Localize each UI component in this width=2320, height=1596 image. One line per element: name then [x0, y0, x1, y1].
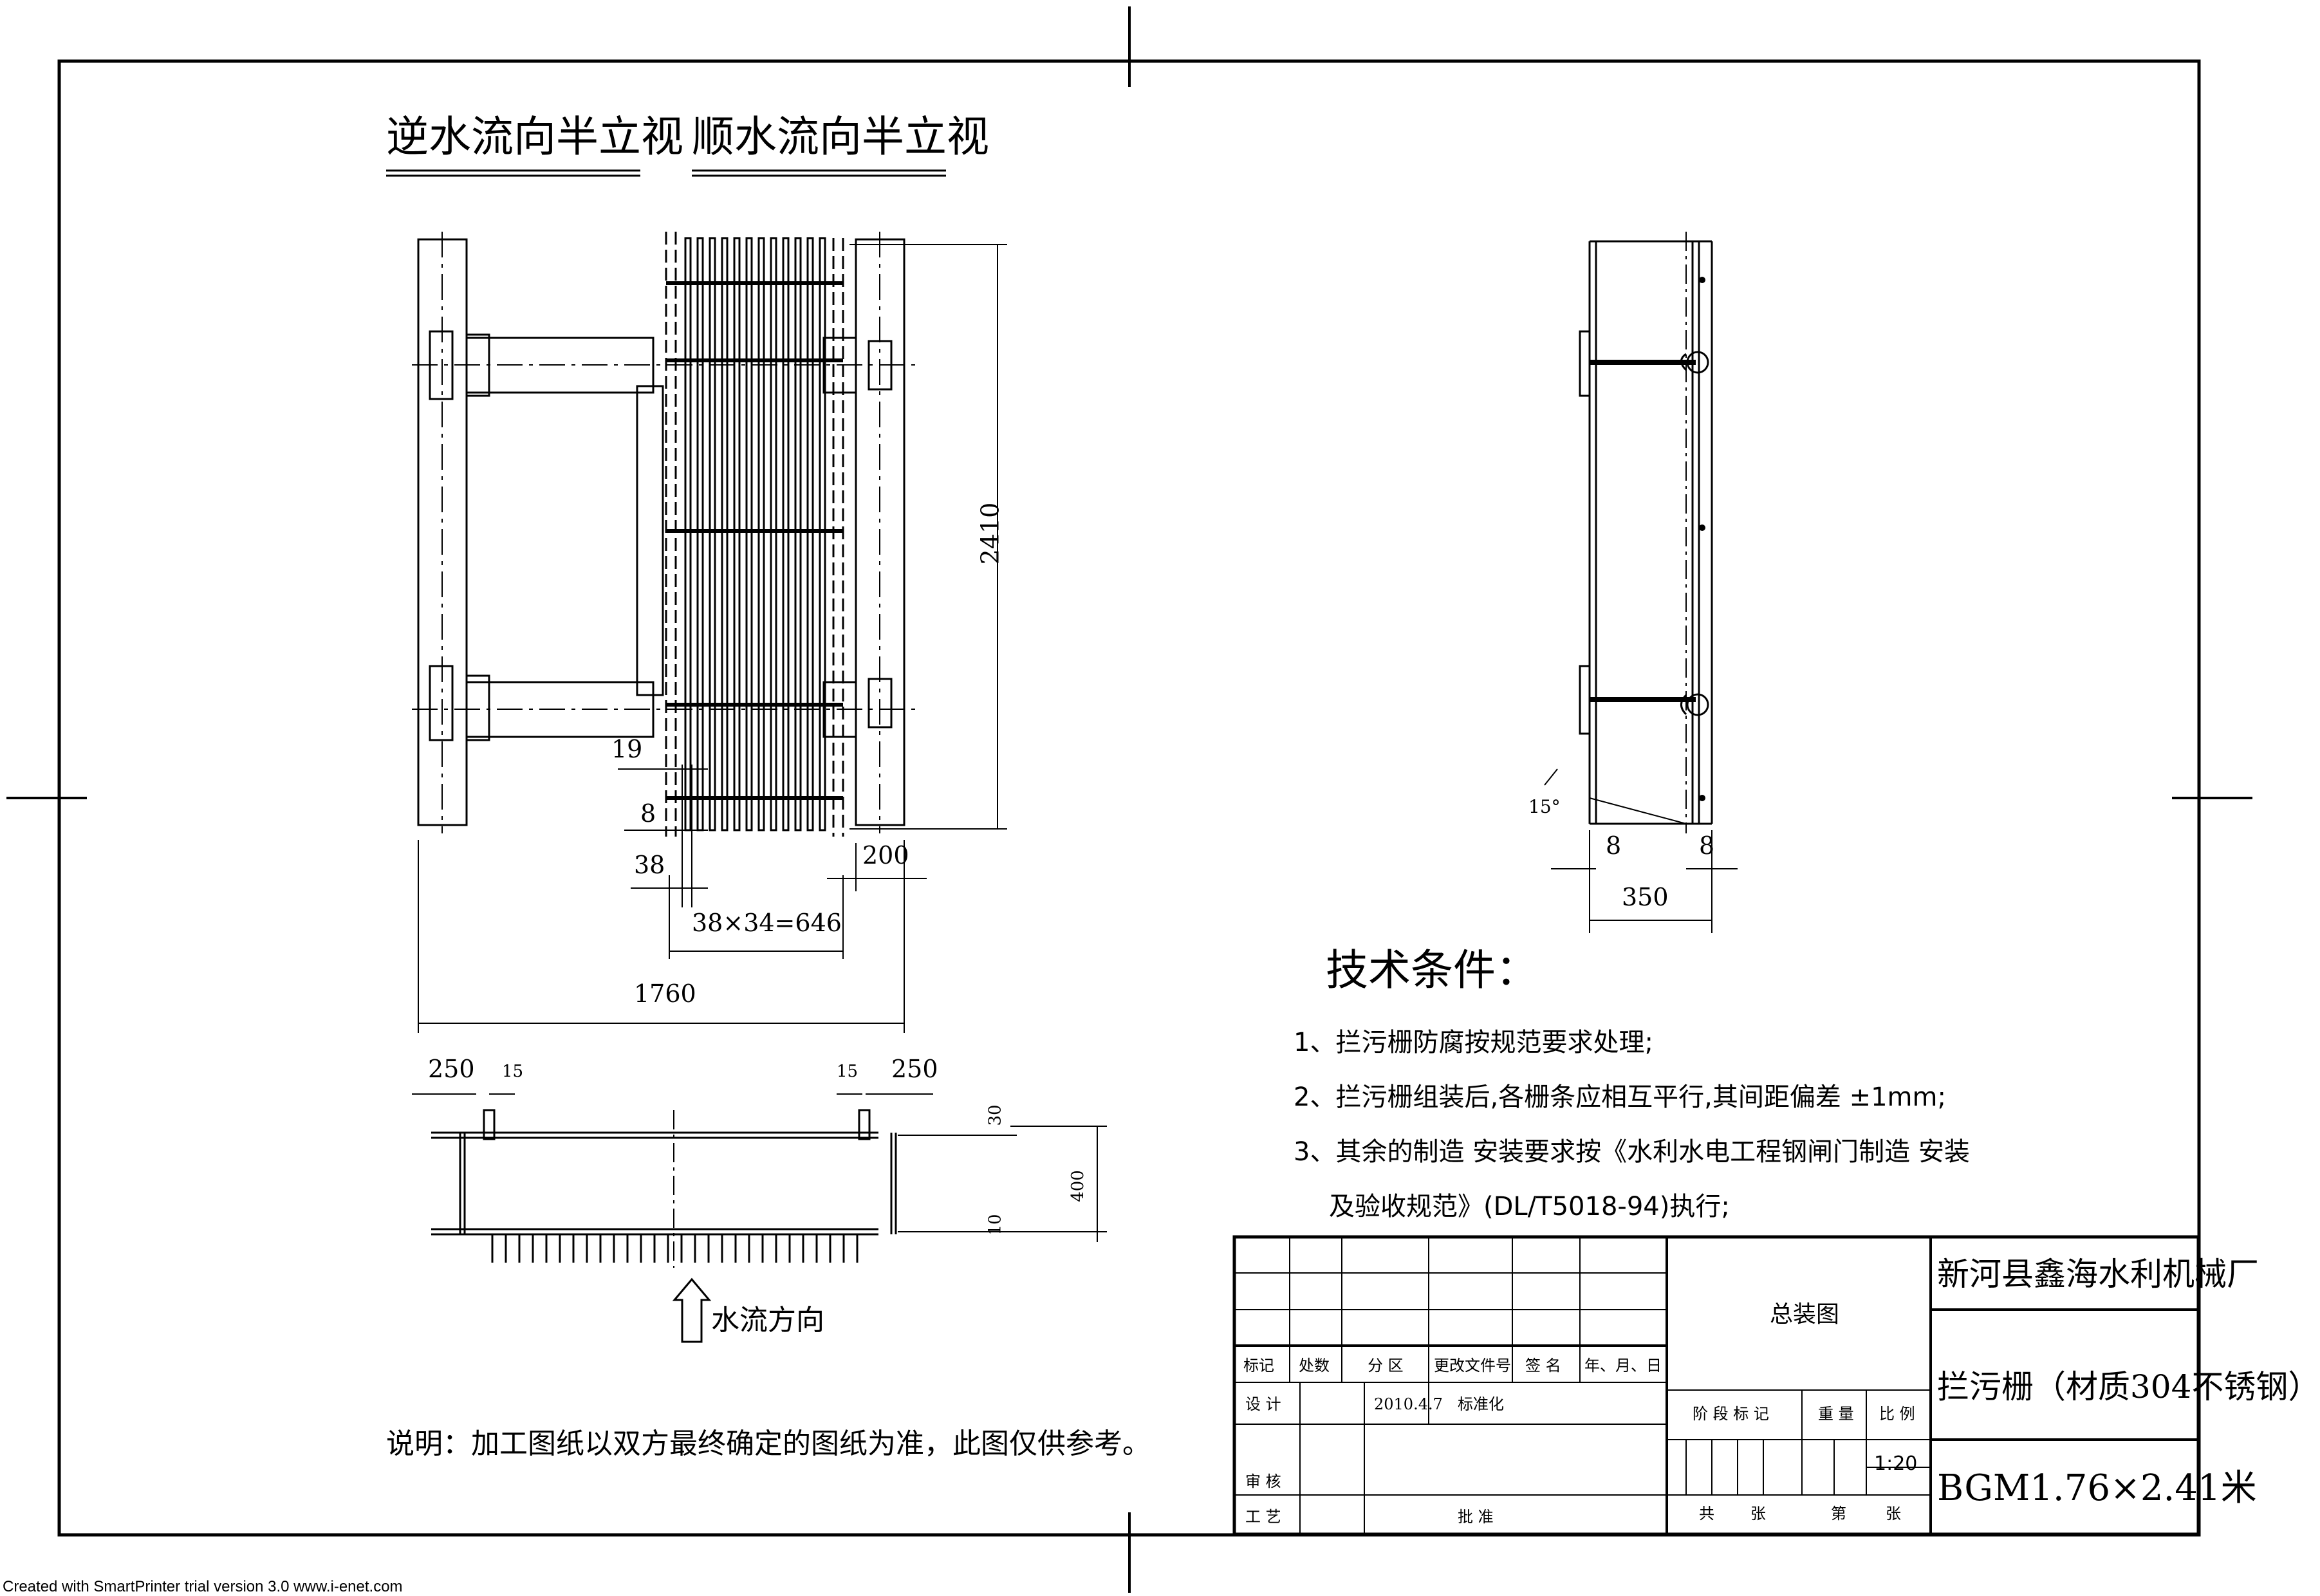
grid-bar [770, 237, 777, 831]
grid-bar [733, 237, 741, 831]
grid-bars [684, 237, 826, 831]
front-dimensions [418, 244, 1007, 1033]
upstream-view-title: 逆水流向半立视 [386, 112, 683, 162]
grid-crossbars [666, 281, 843, 800]
drawing-name: 总装图 [1770, 1301, 1840, 1328]
dim-plan-15b: 15 [837, 1062, 858, 1081]
sheets2-label: 张 [1886, 1505, 1901, 1523]
dim-plan-400: 400 [1068, 1170, 1088, 1202]
scale-value: 1:20 [1874, 1452, 1918, 1475]
grid-bar [794, 237, 802, 831]
grid-bar [696, 237, 704, 831]
ratio-label: 比 例 [1879, 1405, 1915, 1423]
side-dimensions [1544, 768, 1738, 933]
review-label: 审 核 [1245, 1472, 1281, 1490]
sheet-frame [6, 6, 2252, 1593]
weight-label: 重 量 [1818, 1405, 1854, 1423]
plan-bars [491, 1234, 858, 1263]
grid-bar [721, 237, 728, 831]
grid-bar [757, 237, 765, 831]
footer-watermark: Created with SmartPrinter trial version … [3, 1578, 403, 1595]
product-name: 拦污栅（材质304不锈钢） [1937, 1368, 2320, 1406]
grid-bar [745, 237, 753, 831]
dim-plan-10: 10 [985, 1214, 1005, 1236]
dim-side-8b: 8 [1699, 831, 1715, 860]
side-dots [1699, 277, 1705, 801]
front-elevation [412, 232, 920, 837]
dim-19: 19 [611, 735, 643, 763]
tech-item-1: 1、拦污栅防腐按规范要求处理; [1294, 1028, 1653, 1057]
flow-direction-label: 水流方向 [711, 1304, 824, 1337]
company-name: 新河县鑫海水利机械厂 [1937, 1256, 2259, 1293]
model-number: BGM1.76×2.41米 [1937, 1467, 2257, 1509]
tech-item-3b: 及验收规范》(DL/T5018-94)执行; [1329, 1192, 1730, 1221]
grid-bar [684, 237, 692, 831]
dim-height: 2410 [976, 502, 1005, 565]
rev-header-zone: 分 区 [1368, 1357, 1404, 1375]
flow-arrow-icon [672, 1277, 712, 1343]
drawing-note: 说明：加工图纸以双方最终确定的图纸为准，此图仅供参考。 [386, 1427, 1151, 1460]
dim-plan-30: 30 [985, 1104, 1005, 1126]
design-date: 2010.4.7 [1374, 1395, 1443, 1413]
dim-200: 200 [862, 841, 909, 869]
title-underlines [386, 169, 946, 177]
design-label: 设 计 [1245, 1395, 1281, 1413]
rev-header-sign: 签 名 [1525, 1357, 1561, 1375]
standard-label: 标准化 [1458, 1395, 1504, 1413]
dim-angle: 15° [1528, 796, 1561, 817]
dim-plan-15a: 15 [502, 1062, 524, 1081]
rev-header-date: 年、月、日 [1584, 1357, 1662, 1375]
drawing-sheet [6, 6, 2252, 1593]
dim-8: 8 [640, 799, 656, 828]
grid-bar [709, 237, 716, 831]
dim-side-350: 350 [1622, 883, 1669, 911]
tech-heading: 技术条件： [1326, 945, 1538, 995]
dim-plan-250b: 250 [891, 1055, 938, 1083]
sheets-label: 张 [1750, 1505, 1766, 1523]
downstream-view-title: 顺水流向半立视 [692, 112, 989, 162]
dim-width: 1760 [634, 979, 696, 1008]
approve-label: 批 准 [1458, 1508, 1494, 1526]
side-view [1579, 232, 1713, 833]
rev-header-mark: 标记 [1243, 1357, 1274, 1375]
tech-item-3: 3、其余的制造 安装要求按《水利水电工程钢闸门制造 安装 [1294, 1137, 1970, 1167]
grid-bar [806, 237, 814, 831]
dim-38: 38 [634, 851, 665, 879]
total-label: 共 [1699, 1505, 1714, 1523]
grid-bar [782, 237, 790, 831]
process-label: 工 艺 [1245, 1508, 1281, 1526]
dim-plan-250a: 250 [428, 1055, 475, 1083]
stage-label: 阶 段 标 记 [1693, 1405, 1769, 1423]
dim-side-8a: 8 [1606, 831, 1622, 860]
rev-header-count: 处数 [1299, 1357, 1330, 1375]
rev-header-docno: 更改文件号 [1434, 1357, 1511, 1375]
tech-item-2: 2、拦污栅组装后,各栅条应相互平行,其间距偏差 ±1mm; [1294, 1082, 1946, 1112]
grid-bar [819, 237, 826, 831]
sheet-no-label: 第 [1831, 1505, 1846, 1523]
dim-bars: 38×34=646 [692, 909, 842, 937]
title-block [1232, 1235, 2200, 1536]
